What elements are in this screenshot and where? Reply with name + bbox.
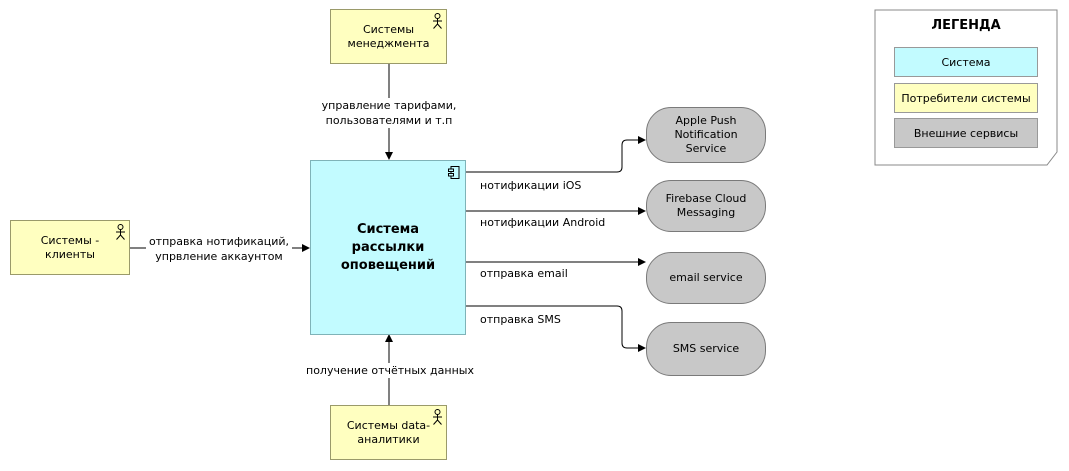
analytics-systems-label: Системы data-аналитики: [346, 418, 431, 446]
fcm-service-label: Firebase Cloud Messaging: [665, 192, 747, 219]
fcm-service-node[interactable]: Firebase Cloud Messaging: [646, 180, 766, 232]
component-icon: [448, 166, 460, 179]
apns-service-node[interactable]: Apple Push Notification Service: [646, 107, 766, 163]
email-service-label: email service: [669, 271, 743, 284]
legend-item-external: Внешние сервисы: [894, 118, 1038, 148]
actor-icon: [433, 13, 442, 29]
edge-label-mgmt: управление тарифами, пользователями и т.…: [318, 98, 460, 128]
client-systems-node[interactable]: Системы - клиенты: [10, 220, 130, 275]
edge-label-android: нотификации Android: [480, 216, 606, 229]
legend-item-consumers-label: Потребители системы: [901, 91, 1031, 105]
legend-item-system-label: Система: [941, 55, 991, 69]
analytics-systems-node[interactable]: Системы data-аналитики: [330, 405, 447, 460]
email-service-node[interactable]: email service: [646, 252, 766, 304]
sms-service-node[interactable]: SMS service: [646, 322, 766, 376]
legend-title: ЛЕГЕНДА: [931, 18, 1001, 33]
notification-system-label: Система рассылки оповещений: [340, 221, 436, 273]
legend-item-external-label: Внешние сервисы: [913, 126, 1019, 140]
client-systems-label: Системы - клиенты: [40, 233, 100, 261]
notification-system-node[interactable]: Система рассылки оповещений: [310, 160, 466, 335]
edge-label-analytics: получение отчётных данных: [306, 363, 474, 378]
actor-icon: [116, 224, 125, 240]
legend-item-consumers: Потребители системы: [894, 83, 1038, 113]
edge-core-to-sms: [466, 305, 646, 352]
apns-service-label: Apple Push Notification Service: [674, 114, 738, 155]
edge-label-sms: отправка SMS: [480, 313, 561, 326]
management-systems-node[interactable]: Системы менеджмента: [330, 9, 447, 64]
management-systems-label: Системы менеджмента: [347, 22, 430, 50]
actor-icon: [433, 409, 442, 425]
edge-label-ios: нотификации iOS: [480, 179, 582, 192]
legend-item-system: Система: [894, 47, 1038, 77]
sms-service-label: SMS service: [672, 342, 740, 355]
edge-label-email: отправка email: [480, 267, 568, 280]
edge-label-clients: отправка нотификаций, упрвление аккаунто…: [146, 234, 292, 264]
edge-core-to-apns: [466, 136, 646, 173]
